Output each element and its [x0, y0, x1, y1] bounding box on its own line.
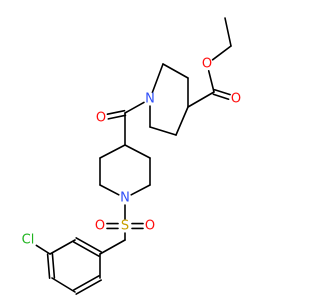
bond-b3-b4-a — [46, 253, 51, 280]
bond-c3pa-c2pa — [162, 63, 189, 79]
bond-c4-c3a — [99, 144, 126, 159]
piperidine-nitrogen-bottom-label: N — [120, 191, 130, 206]
bond-o_ether-c_ester — [207, 70, 215, 93]
bond-layer — [35, 17, 232, 295]
bond-c_ester-o_ester-a — [212, 93, 230, 100]
bond-b3-b4-b — [51, 253, 56, 279]
bond-eth_ch3-eth_ch2 — [224, 17, 232, 47]
bond-c2pa-n1 — [151, 63, 164, 94]
bond-c3pb-c4p — [175, 106, 189, 136]
sulfonyl-oxygen-left-label: O — [95, 219, 105, 234]
bond-n2-c2b — [130, 184, 151, 196]
piperidine-nitrogen-top-label: N — [145, 92, 155, 107]
bond-c_amide-o_amide-a — [106, 109, 126, 115]
bond-b4-b5 — [51, 277, 76, 293]
chlorine-label: Cl — [22, 233, 35, 248]
bond-b2-b3 — [49, 239, 76, 255]
bond-b5-b6-b — [73, 275, 100, 291]
bond-b1-b2-a — [75, 237, 102, 253]
amide-oxygen-label: O — [96, 111, 106, 126]
sulfonyl-oxygen-right-label: O — [145, 219, 155, 234]
bond-c_amide-o_amide-b — [107, 114, 127, 120]
bond-c2pb-c3pb — [149, 126, 177, 136]
ester-carbonyl-oxygen-label: O — [231, 92, 241, 107]
bond-c3b-c4 — [124, 144, 151, 159]
bond-n1-c_amide — [124, 101, 145, 114]
sulfonyl-sulfur-label: S — [121, 219, 129, 234]
bond-c_ester-c4p — [187, 91, 215, 108]
bond-ch2-b1 — [99, 239, 126, 255]
bond-c_ester-o_ester-b — [213, 88, 231, 96]
ester-ether-oxygen-label: O — [202, 57, 212, 72]
bond-b5-b6-a — [75, 279, 102, 295]
bond-eth_ch2-o_ether — [211, 45, 232, 61]
bond-b3-cl — [35, 244, 51, 255]
bond-b1-b2-b — [73, 241, 100, 257]
bond-c2a-n2 — [99, 184, 120, 196]
